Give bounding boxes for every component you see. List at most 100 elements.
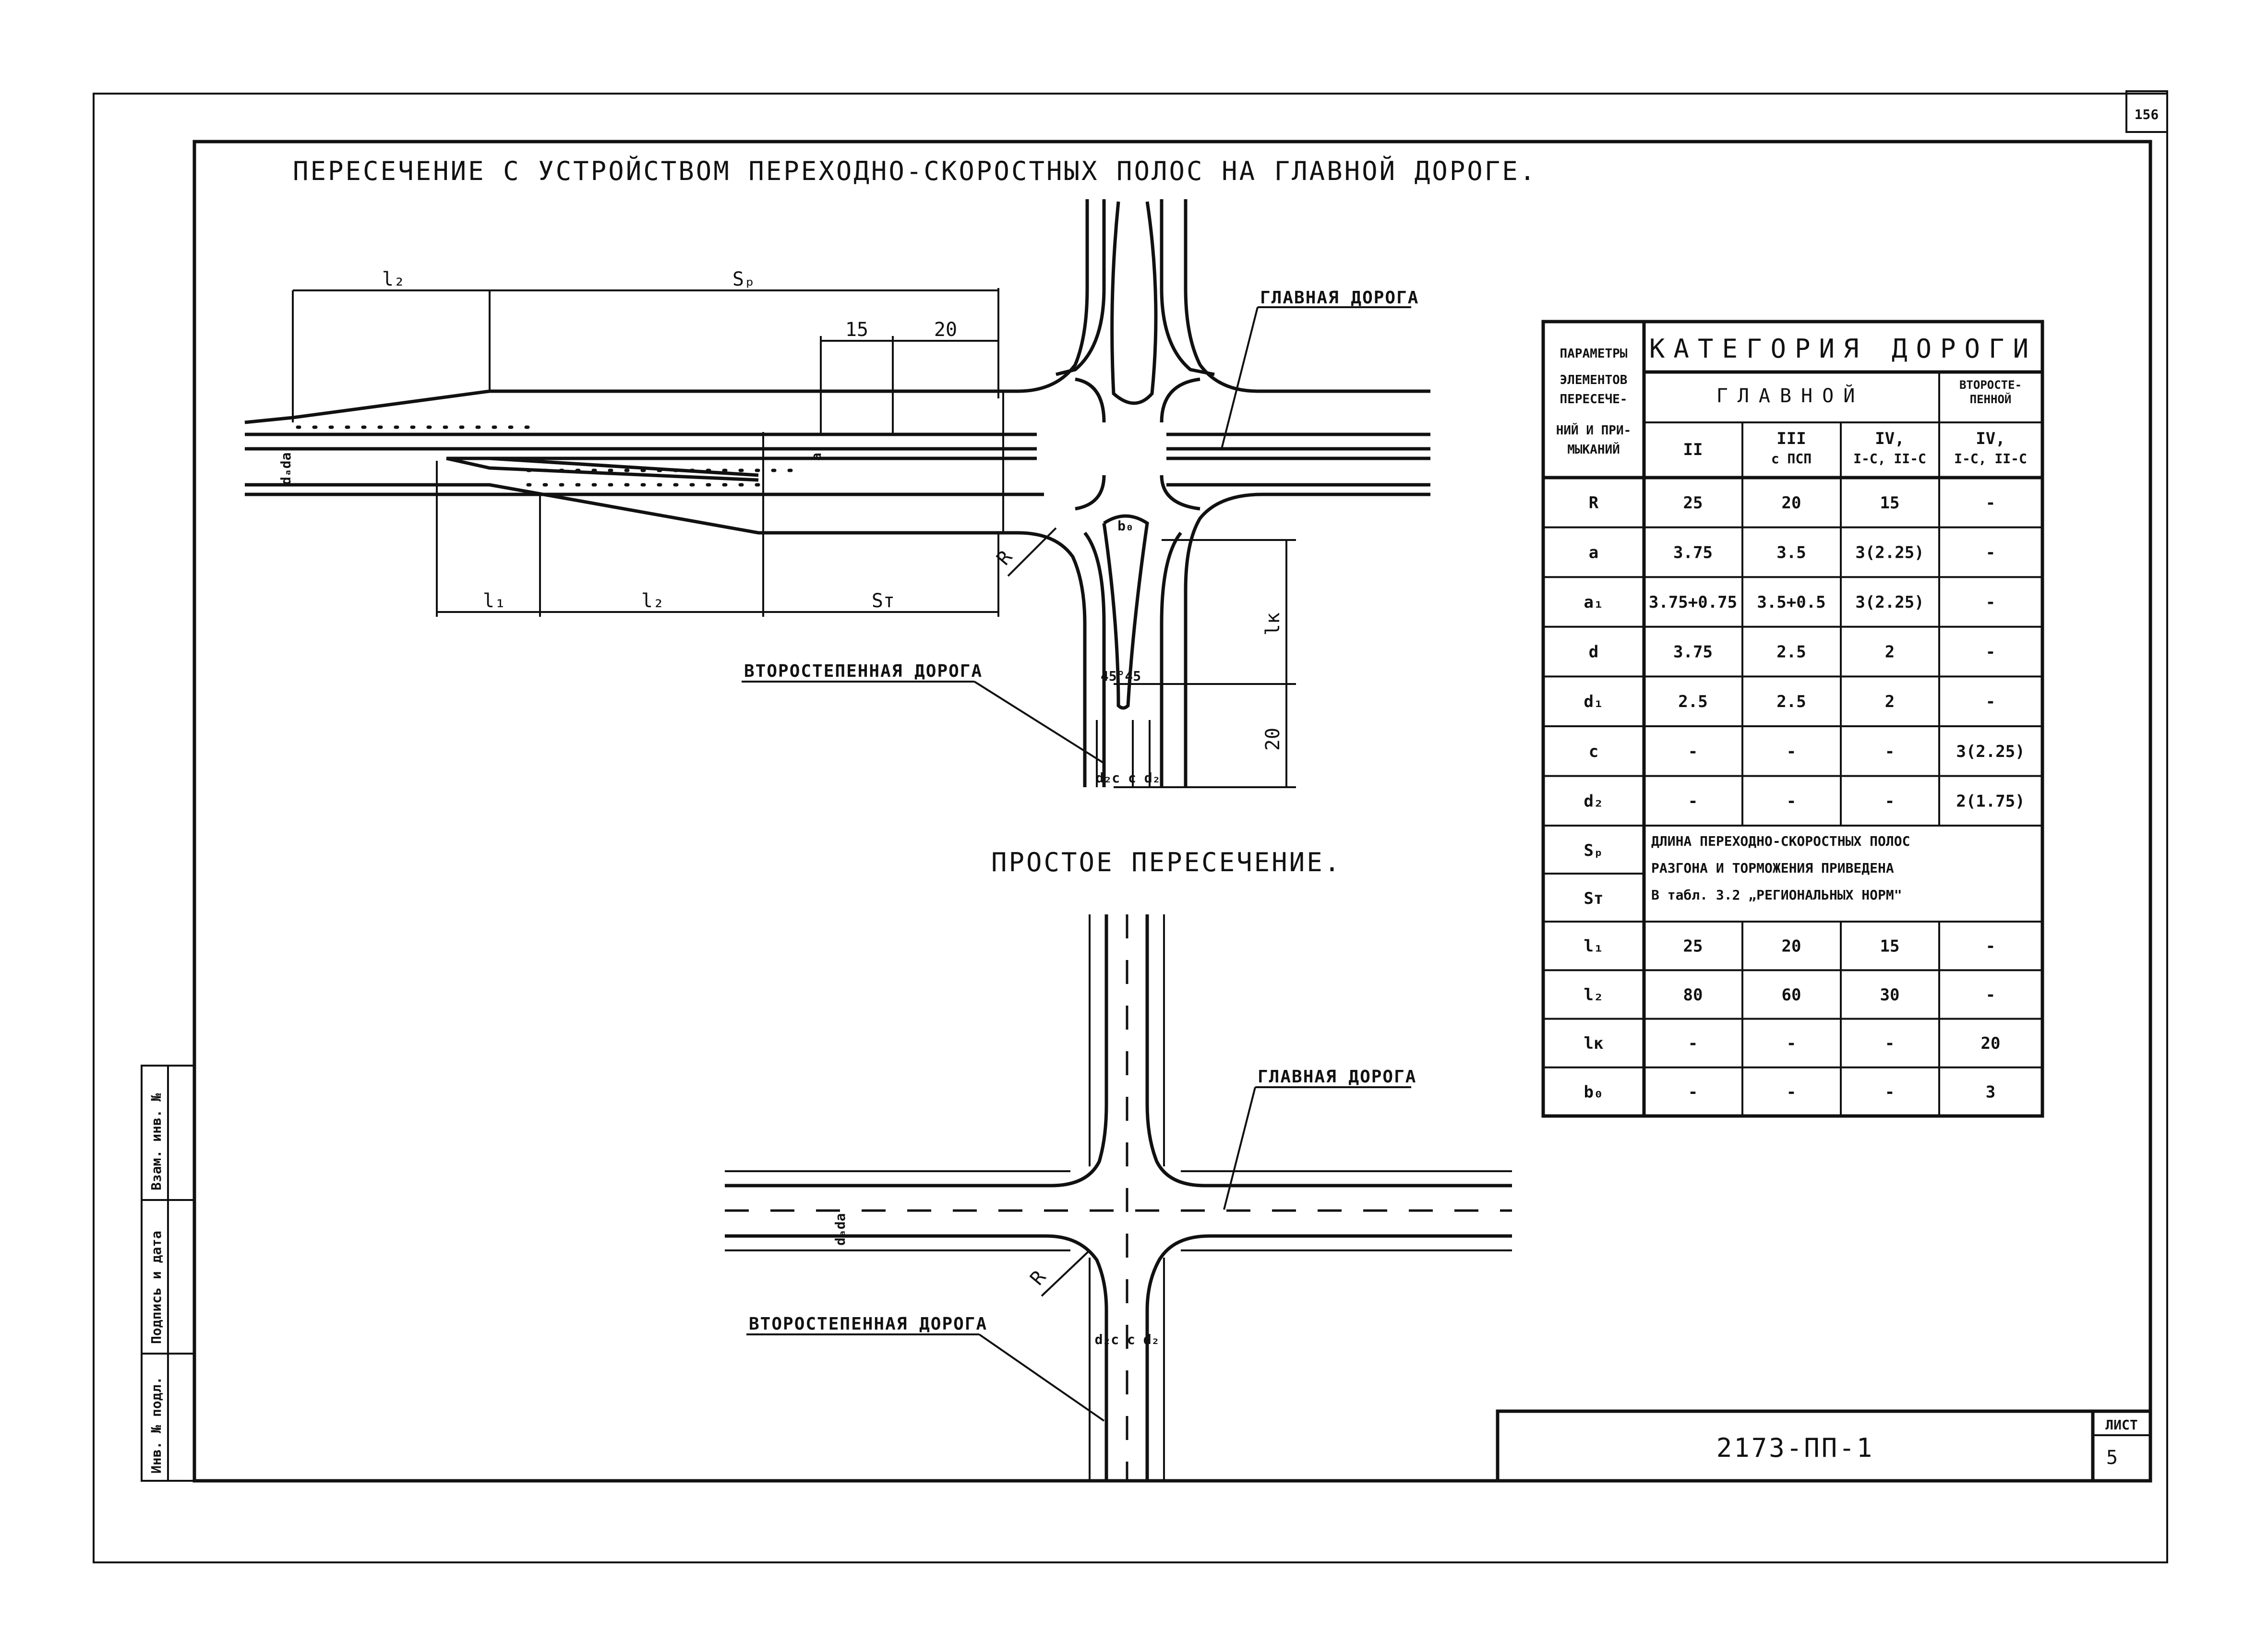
dim-lk: lк xyxy=(1262,612,1284,636)
sheet-no: 5 xyxy=(2106,1447,2118,1469)
table-value-cell: - xyxy=(1986,543,1995,562)
side-label-sign: Подпись и дата xyxy=(148,1231,164,1344)
top-intersection xyxy=(244,199,1430,787)
dim-b0: b₀ xyxy=(1117,518,1134,534)
outer-frame xyxy=(93,93,2168,1563)
table-value-cell: 2.5 xyxy=(1678,692,1707,711)
table-value-cell: - xyxy=(1787,1082,1796,1102)
dim-st: Sт xyxy=(872,590,895,612)
dim-sp: Sₚ xyxy=(732,268,756,290)
table-param-2: ЭЛЕМЕНТОВ xyxy=(1560,373,1628,387)
table-value-cell: - xyxy=(1688,792,1698,811)
note-st-label: Sт xyxy=(1584,889,1604,908)
col-iii-1: III xyxy=(1776,429,1806,448)
note-line-2: РАЗГОНА И ТОРМОЖЕНИЯ ПРИВЕДЕНА xyxy=(1651,860,1894,876)
dim-d-left: dₐda xyxy=(278,453,294,485)
dim-20: 20 xyxy=(934,319,957,341)
table-value-cell: 20 xyxy=(1782,493,1801,513)
table-param-4: НИЙ И ПРИ- xyxy=(1556,422,1632,438)
table-value-cell: - xyxy=(1885,1082,1895,1102)
col-ivs-1: IV, xyxy=(1976,429,2005,448)
table-value-cell: - xyxy=(1986,692,1995,711)
table-param-cell: d xyxy=(1589,643,1598,662)
side-label-replace: Взам. инв. № xyxy=(148,1093,164,1190)
secondary-road-label-top: ВТОРОСТЕПЕННАЯ ДОРОГА xyxy=(744,661,983,681)
note-sp-label: Sₚ xyxy=(1584,841,1604,860)
col-ivs-2: I-С, II-С xyxy=(1954,451,2027,467)
table-param-cell: b₀ xyxy=(1584,1082,1604,1102)
table-value-cell: 60 xyxy=(1782,985,1801,1005)
table-value-cell: 25 xyxy=(1683,937,1703,956)
table-value-cell: 3.75 xyxy=(1673,543,1713,562)
dim-angle: 45°45 xyxy=(1101,668,1141,684)
table-value-cell: 3(2.25) xyxy=(1855,543,1924,562)
table-value-cell: 2(1.75) xyxy=(1956,792,2025,811)
table-value-cell: 3.75+0.75 xyxy=(1649,593,1737,612)
table-value-cell: 3(2.25) xyxy=(1956,742,2025,761)
table-value-cell: - xyxy=(1986,593,1995,612)
table-param-cell: a xyxy=(1589,543,1598,562)
table-value-cell: - xyxy=(1787,742,1796,761)
table-value-cell: 3.75 xyxy=(1673,643,1713,662)
table-value-cell: 3.5 xyxy=(1776,543,1806,562)
table-param-cell: l₁ xyxy=(1584,937,1604,956)
table-value-cell: - xyxy=(1986,937,1995,956)
simple-title: ПРОСТОЕ ПЕРЕСЕЧЕНИЕ. xyxy=(991,847,1342,877)
col-iv-2: I-С, II-С xyxy=(1853,451,1926,467)
col-ii: II xyxy=(1683,440,1703,459)
table-value-cell: - xyxy=(1885,1034,1895,1053)
table-header-secondary-1: ВТОРОСТЕ- xyxy=(1959,378,2022,392)
inner-frame xyxy=(192,140,2152,1483)
table-value-cell: - xyxy=(1986,985,1995,1005)
table-value-cell: 3(2.25) xyxy=(1855,593,1924,612)
main-road-label-top: ГЛАВНАЯ ДОРОГА xyxy=(1260,288,1419,308)
note-line-3: В табл. 3.2 „РЕГИОНАЛЬНЫХ НОРМ" xyxy=(1651,887,1902,903)
main-road-label-simple: ГЛАВНАЯ ДОРОГА xyxy=(1258,1067,1416,1087)
table-value-cell: 3 xyxy=(1986,1082,1995,1102)
table-value-cell: 2 xyxy=(1885,643,1895,662)
title-block: 2173-ПП-1 ЛИСТ 5 xyxy=(1496,1409,2152,1483)
side-label-inv: Инв. № подл. xyxy=(148,1377,164,1474)
table-value-cell: 2 xyxy=(1885,692,1895,711)
table-param-cell: lк xyxy=(1584,1034,1604,1053)
dim-l1: l₁ xyxy=(483,590,506,612)
dim-radius: R xyxy=(992,546,1017,570)
simple-dim-radius: R xyxy=(1026,1266,1050,1290)
dim-20-vert: 20 xyxy=(1262,728,1284,751)
col-iv-1: IV, xyxy=(1875,429,1904,448)
table-value-cell: 80 xyxy=(1683,985,1703,1005)
secondary-road-label-simple: ВТОРОСТЕПЕННАЯ ДОРОГА xyxy=(749,1314,987,1334)
table-header-secondary-2: ПЕННОЙ xyxy=(1970,392,2012,406)
simple-dim-d-left: dₐda xyxy=(832,1213,848,1246)
table-value-cell: - xyxy=(1688,1034,1698,1053)
table-value-cell: 2.5 xyxy=(1776,643,1806,662)
table-param-cell: l₂ xyxy=(1584,985,1604,1005)
simple-dim-d-bottom: d₂c c d₂ xyxy=(1095,1332,1160,1347)
note-line-1: ДЛИНА ПЕРЕХОДНО-СКОРОСТНЫХ ПОЛОС xyxy=(1651,833,1910,849)
dim-a: a xyxy=(808,453,824,461)
dim-d-bottom: d₂c c d₂ xyxy=(1096,770,1161,786)
table-param-cell: R xyxy=(1589,493,1599,513)
simple-labels: ГЛАВНАЯ ДОРОГА ВТОРОСТЕПЕННАЯ ДОРОГА xyxy=(746,1067,1416,1422)
table-value-cell: 3.5+0.5 xyxy=(1757,593,1825,612)
table-value-cell: 20 xyxy=(1981,1034,2001,1053)
top-dimensions: l₂ Sₚ 15 20 l₁ l₂ Sт lк 20 45°45 R dₐda … xyxy=(278,268,1296,788)
dim-l2-top: l₂ xyxy=(382,268,405,290)
table-value-cell: - xyxy=(1986,643,1995,662)
top-labels: ГЛАВНАЯ ДОРОГА ВТОРОСТЕПЕННАЯ ДОРОГА xyxy=(742,288,1419,764)
table-value-cell: 30 xyxy=(1880,985,1900,1005)
table-value-cell: - xyxy=(1688,742,1698,761)
table-value-cell: 2.5 xyxy=(1776,692,1806,711)
sheet-label: ЛИСТ xyxy=(2105,1417,2137,1433)
table-value-cell: - xyxy=(1688,1082,1698,1102)
sheet-number-box xyxy=(2125,90,2168,133)
col-iii-2: с ПСП xyxy=(1771,451,1812,467)
table-param-cell: a₁ xyxy=(1584,593,1604,612)
parameters-table: КАТЕГОРИЯ ДОРОГИ ГЛАВНОЙ ВТОРОСТЕ- ПЕННО… xyxy=(1541,320,2044,1118)
table-param-1: ПАРАМЕТРЫ xyxy=(1560,347,1628,361)
table-param-cell: d₁ xyxy=(1584,692,1604,711)
side-stamp: Инв. № подл. Подпись и дата Взам. инв. № xyxy=(141,1065,195,1482)
table-param-cell: c xyxy=(1589,742,1598,761)
table-param-3: ПЕРЕСЕЧЕ- xyxy=(1560,392,1628,407)
